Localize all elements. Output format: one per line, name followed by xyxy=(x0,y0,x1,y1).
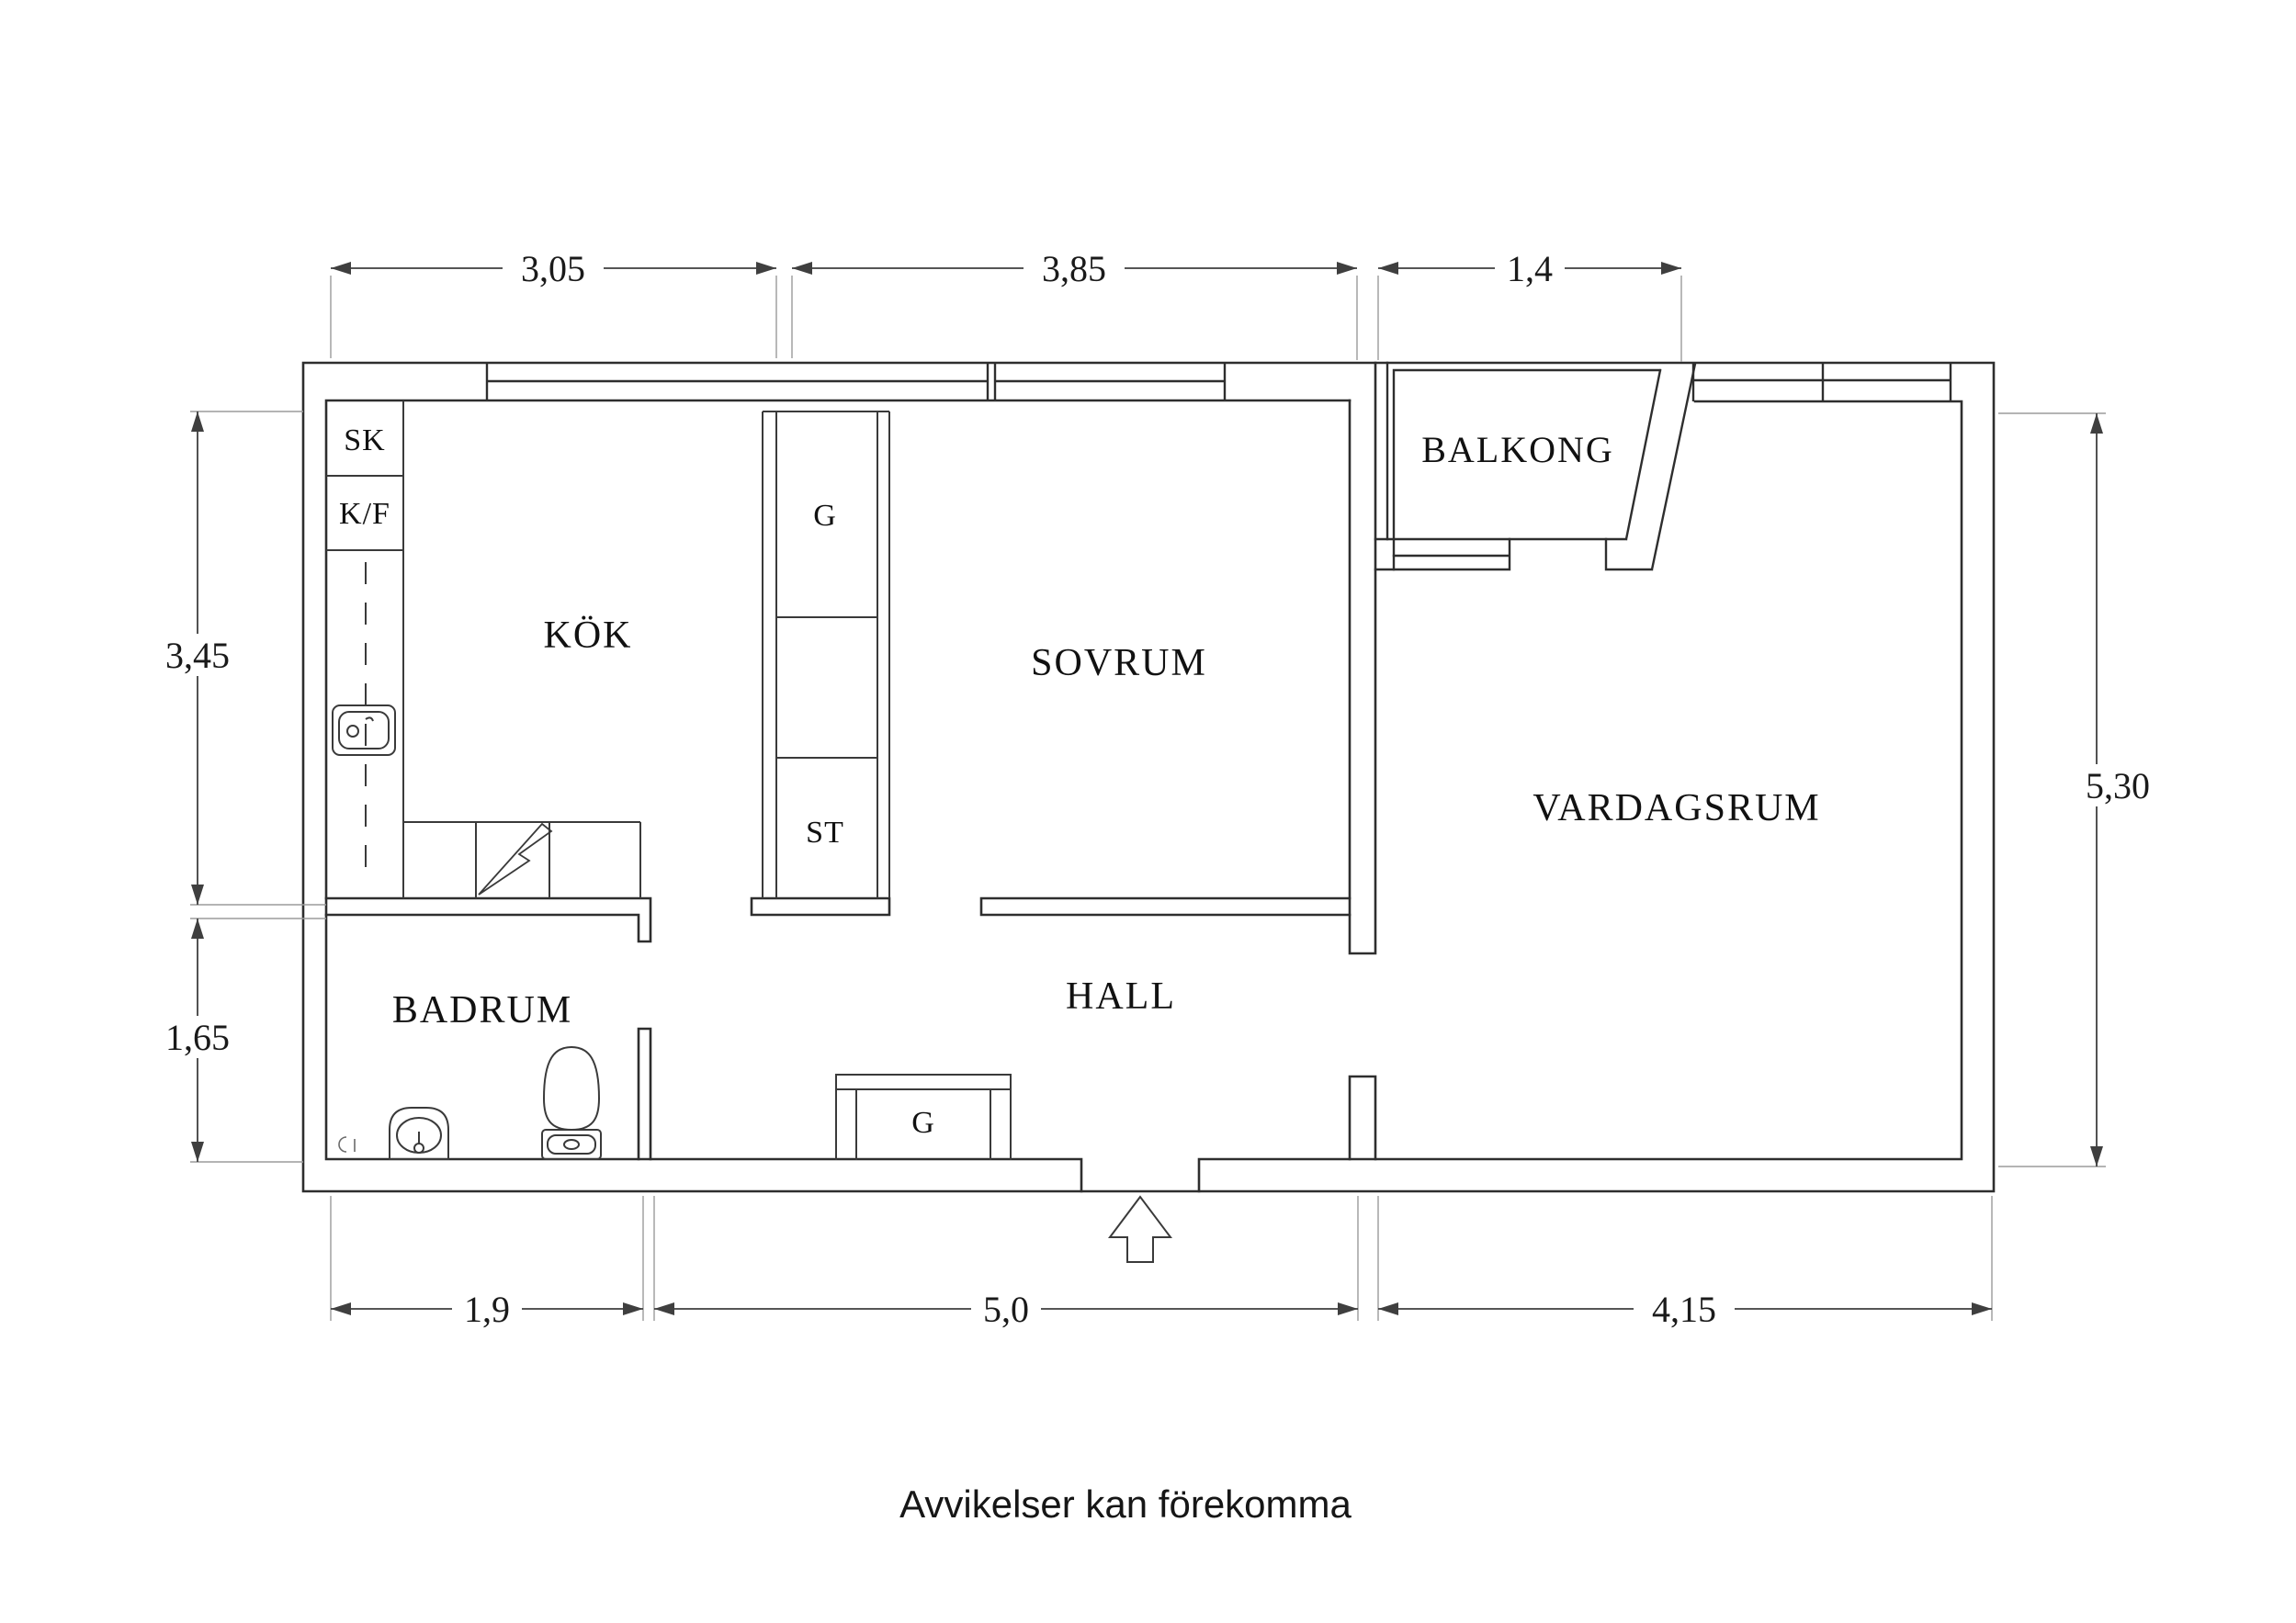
footer-disclaimer: Avvikelser kan förekomma xyxy=(899,1482,1352,1526)
bedroom-bottom-wall xyxy=(979,896,1352,917)
room-label-bathroom: BADRUM xyxy=(392,989,572,1031)
dim-bg xyxy=(1634,1287,1735,1329)
balcony-slanted-wall xyxy=(1604,362,1697,571)
dim-bg xyxy=(1024,246,1125,288)
dim-top-balcony: 1,4 xyxy=(1507,248,1553,289)
dimension-label-backgrounds xyxy=(147,246,2168,1329)
floor-drain-icon xyxy=(338,1136,356,1153)
sink-outer xyxy=(332,704,396,756)
kitchen-counter xyxy=(403,821,641,898)
toilet-flush xyxy=(563,1139,580,1150)
inner-wall-lines xyxy=(324,399,1963,1193)
outer-wall-lines xyxy=(301,361,1996,1193)
dim-bg xyxy=(971,1287,1041,1329)
windows xyxy=(485,363,1952,401)
dim-left-bathroom: 1,65 xyxy=(165,1017,230,1058)
balcony-door-window xyxy=(1374,537,1511,571)
bathroom-sink-body xyxy=(389,1107,449,1160)
label-wardrobe-hall: G xyxy=(911,1106,935,1140)
kitchen-sink xyxy=(332,704,396,756)
room-labels: KÖK SOVRUM VARDAGSRUM BADRUM HALL BALKON… xyxy=(392,429,1820,1031)
dim-bg xyxy=(147,634,248,676)
balcony-railing xyxy=(1386,361,1662,571)
extension-lines xyxy=(190,276,2106,1321)
sink-basin xyxy=(338,711,390,750)
toilet-bowl xyxy=(542,1045,601,1132)
toilet xyxy=(541,1045,602,1160)
hall-fittings xyxy=(835,1074,1172,1263)
room-label-living: VARDAGSRUM xyxy=(1533,787,1820,829)
dim-bg xyxy=(452,1287,522,1329)
toilet-tank xyxy=(541,1129,602,1160)
bathroom-sink-drain xyxy=(413,1143,424,1154)
sink-faucet xyxy=(365,716,374,722)
hall-closet xyxy=(835,1074,1012,1160)
dim-bg xyxy=(1495,246,1565,288)
room-label-hall: HALL xyxy=(1066,975,1176,1018)
bathroom-fixtures xyxy=(338,1045,602,1160)
kitchen-window xyxy=(485,363,990,400)
dim-bottom-hall: 5,0 xyxy=(983,1289,1029,1330)
walls xyxy=(301,361,1996,1193)
kitchen-fittings xyxy=(326,400,890,898)
dim-top-kitchen: 3,05 xyxy=(521,248,585,289)
bedroom-right-wall xyxy=(1348,361,1377,955)
bedroom-closet-column xyxy=(762,411,890,898)
entry-arrow-icon xyxy=(1108,1195,1172,1263)
label-linen-closet: ST xyxy=(806,816,844,850)
bedroom-window xyxy=(993,363,1227,400)
dim-top-bedroom: 3,85 xyxy=(1042,248,1106,289)
room-label-balcony: BALKONG xyxy=(1421,429,1614,470)
bathroom-sink xyxy=(389,1107,449,1160)
label-cleaning-closet: SK xyxy=(344,423,385,457)
kitchen-left-closets xyxy=(326,400,404,898)
fixture-labels: SK K/F G ST G xyxy=(339,423,935,1140)
dim-bottom-bathroom: 1,9 xyxy=(464,1289,510,1330)
stove-lightning-icon xyxy=(478,822,553,896)
dim-bg xyxy=(503,246,604,288)
floor-drain-arc xyxy=(338,1136,347,1153)
label-fridge-freezer: K/F xyxy=(339,497,390,531)
label-wardrobe-bedroom: G xyxy=(813,499,837,533)
dim-bottom-living: 4,15 xyxy=(1652,1289,1716,1330)
dim-bg xyxy=(2067,764,2168,806)
toilet-tank-inner xyxy=(547,1134,596,1155)
hall-living-door-stub xyxy=(1348,1075,1377,1161)
bathroom-walls xyxy=(324,896,652,1161)
dim-right-living: 5,30 xyxy=(2086,765,2150,806)
room-label-bedroom: SOVRUM xyxy=(1031,642,1207,684)
dim-left-kitchen: 3,45 xyxy=(165,635,230,676)
living-room-windows xyxy=(1691,363,1952,401)
sink-drain xyxy=(346,725,359,738)
closet-bottom-bar xyxy=(750,896,891,917)
dimension-lines-group: 3,05 3,85 1,4 1,9 5,0 4,15 3,45 1,65 5,3… xyxy=(147,246,2168,1330)
dim-bg xyxy=(147,1016,248,1058)
room-label-kitchen: KÖK xyxy=(544,614,633,657)
balcony-structure xyxy=(1374,361,1697,571)
